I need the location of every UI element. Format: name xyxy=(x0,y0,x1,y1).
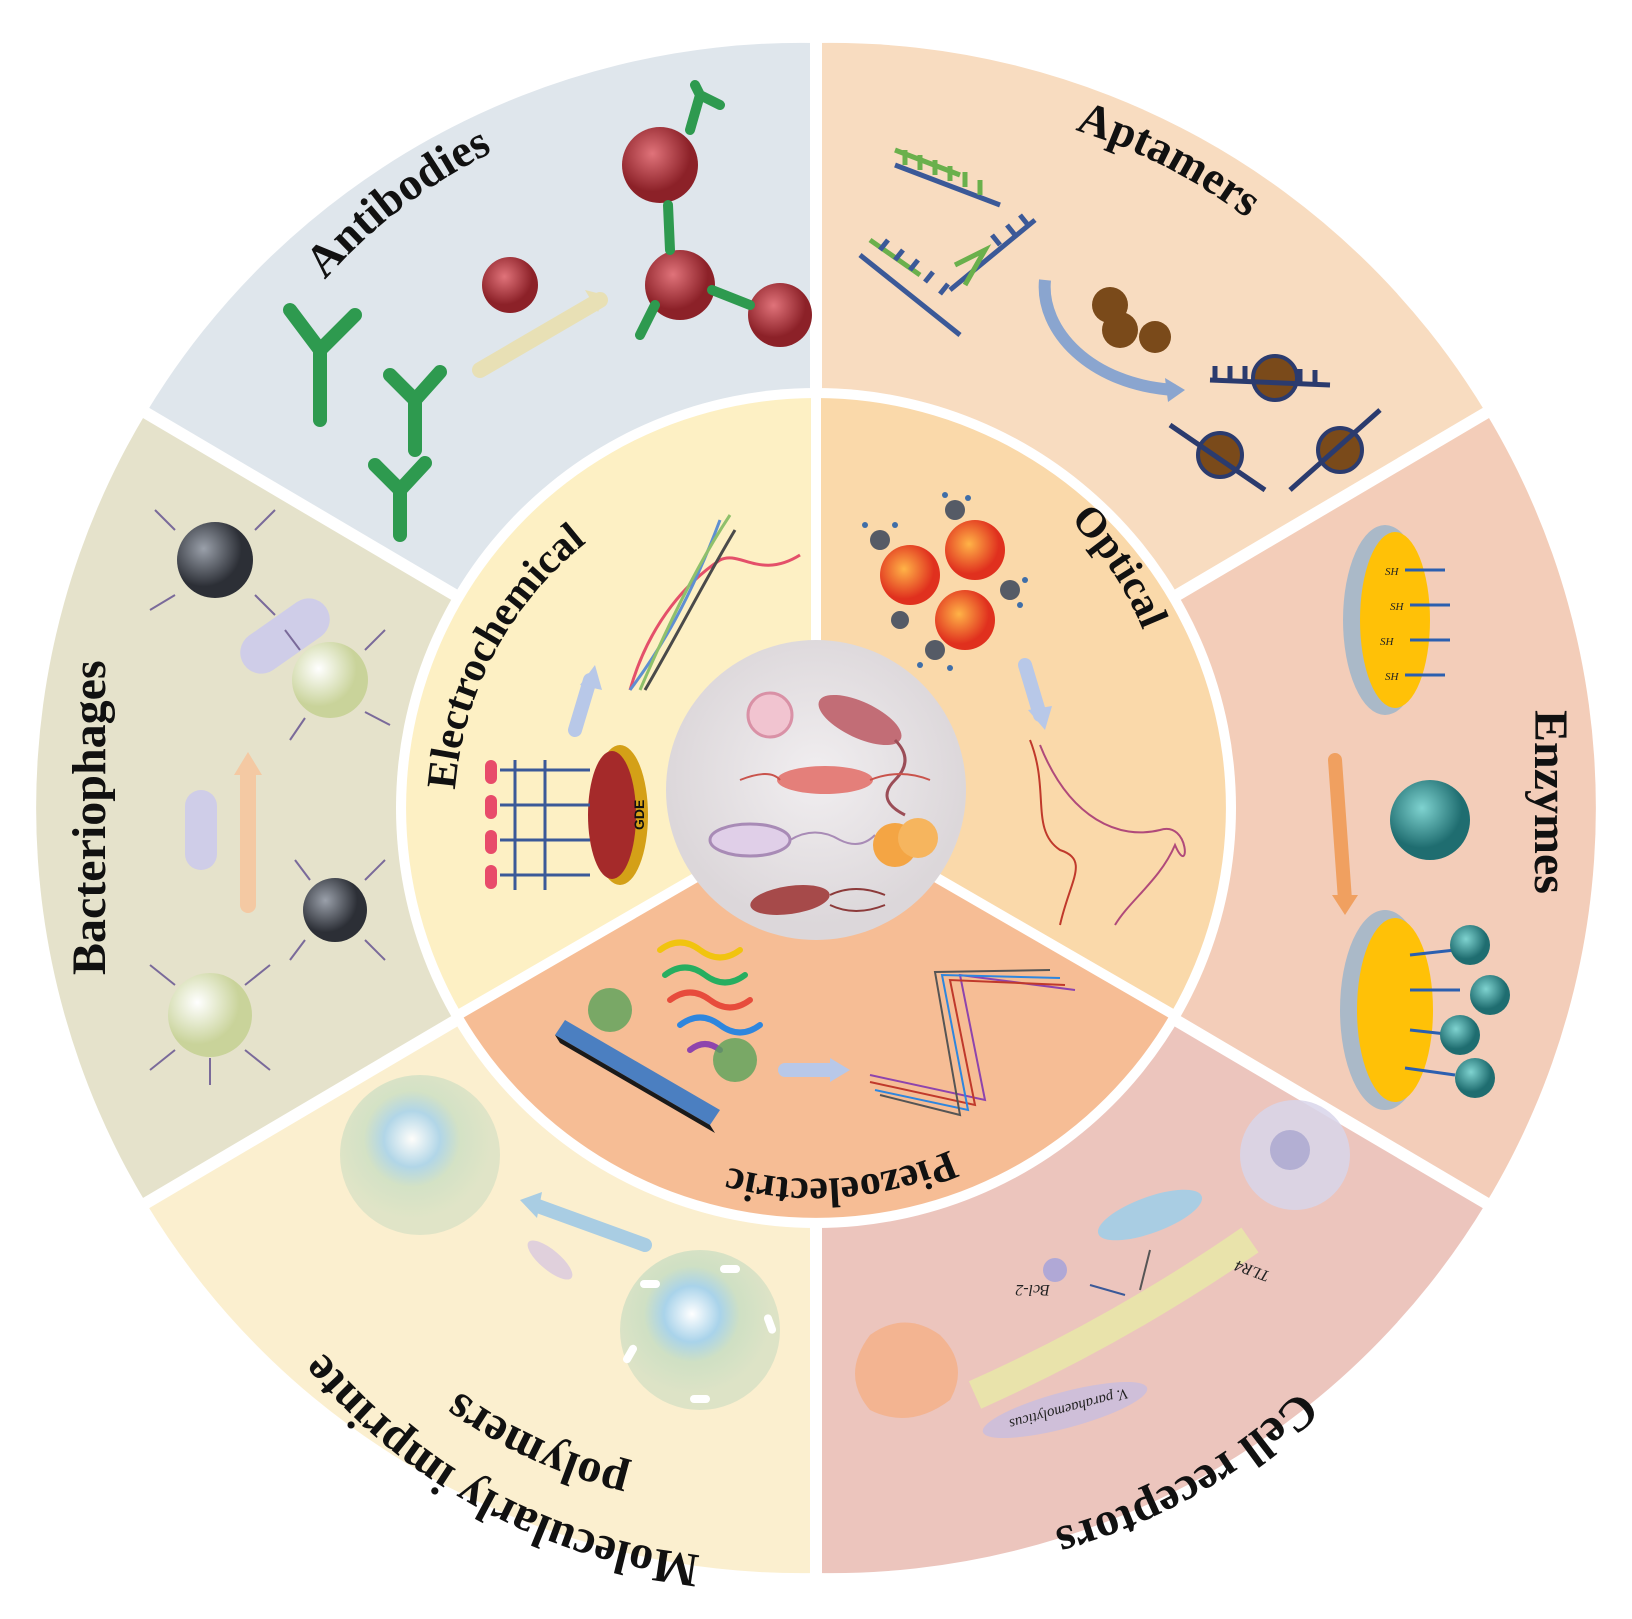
antibody-icon xyxy=(283,303,447,542)
electrochemical-illustration: GDE xyxy=(485,514,801,890)
center-pathogens xyxy=(666,640,966,940)
svg-text:GDE: GDE xyxy=(631,800,647,830)
phage-bead-icon xyxy=(177,522,253,598)
arrow-icon xyxy=(472,292,608,378)
mip-particle-icon xyxy=(620,1250,780,1410)
antibodies-illustration xyxy=(283,80,812,542)
svg-text:SH: SH xyxy=(1385,566,1400,578)
virus-icon xyxy=(645,250,715,320)
optical-illustration xyxy=(862,492,1186,926)
nanoparticle-icon xyxy=(945,520,1005,580)
enzymes-illustration: SH SH SH SH xyxy=(1328,525,1510,1110)
aptamers-illustration xyxy=(858,147,1382,493)
cell-debris-icon xyxy=(855,1322,958,1418)
mip-particle-icon xyxy=(340,1075,500,1235)
bacteriophages-illustration xyxy=(149,509,391,1085)
virus-icon xyxy=(622,127,698,203)
label-bacteriophages: Bacteriophages xyxy=(63,660,116,975)
virus-icon xyxy=(482,257,538,313)
enzyme-icon xyxy=(1390,780,1470,860)
bacterium-icon xyxy=(527,1240,573,1280)
bacterium-icon xyxy=(185,790,217,870)
nanoparticle-icon xyxy=(935,590,995,650)
magnetic-bead-icon xyxy=(168,973,252,1057)
spectrum-icon xyxy=(1029,739,1186,926)
aptamer-icon xyxy=(858,237,962,337)
phage-bead-icon xyxy=(303,878,367,942)
cell-receptors-illustration: Bcl-2 TLR4 V. parahaemolyticus xyxy=(855,1100,1350,1439)
frequency-plot-icon xyxy=(869,969,1076,1117)
aptamer-icon xyxy=(894,147,1001,208)
mip-illustration xyxy=(340,1075,780,1410)
probe-layer-icon xyxy=(500,760,590,890)
protein-icon xyxy=(1043,1258,1067,1282)
receptor-icon xyxy=(1097,1189,1203,1241)
nanoparticle-icon xyxy=(880,545,940,605)
piezoelectric-illustration xyxy=(555,939,1076,1133)
svg-text:SH: SH xyxy=(1380,636,1395,648)
aptamer-target-complex xyxy=(1168,354,1382,493)
arrow-icon xyxy=(528,1198,652,1252)
svg-text:Bcl-2: Bcl-2 xyxy=(1015,1281,1050,1298)
segment-piezoelectric xyxy=(461,808,1171,1218)
virus-icon xyxy=(746,691,794,739)
membrane-icon xyxy=(968,1227,1259,1409)
electrode-enzyme-complex xyxy=(1340,910,1510,1110)
label-enzymes: Enzymes xyxy=(1524,710,1577,894)
arrow-icon xyxy=(1018,658,1047,722)
protein-structure-icon xyxy=(657,939,763,1053)
svg-text:SH: SH xyxy=(1385,671,1400,683)
virus-icon xyxy=(748,283,812,347)
svg-text:SH: SH xyxy=(1390,601,1405,613)
arrow-icon xyxy=(568,673,597,737)
bacterium-icon xyxy=(240,598,330,674)
electrode-icon: SH SH SH SH xyxy=(1343,525,1450,715)
pathogen-label-shape xyxy=(982,1381,1148,1439)
electrode-icon: GDE xyxy=(588,745,648,885)
magnetic-bead-icon xyxy=(292,642,368,718)
voltammogram-icon xyxy=(628,514,801,691)
bacterium-icon xyxy=(708,822,792,858)
bacterium-icon xyxy=(750,885,830,915)
bacterium-icon xyxy=(777,766,873,794)
arrow-icon xyxy=(1038,279,1176,396)
bacterium-icon xyxy=(818,694,902,746)
sensor-surface-icon xyxy=(555,1020,720,1125)
arrow-icon xyxy=(1328,753,1352,907)
aptamer-icon xyxy=(948,213,1037,292)
